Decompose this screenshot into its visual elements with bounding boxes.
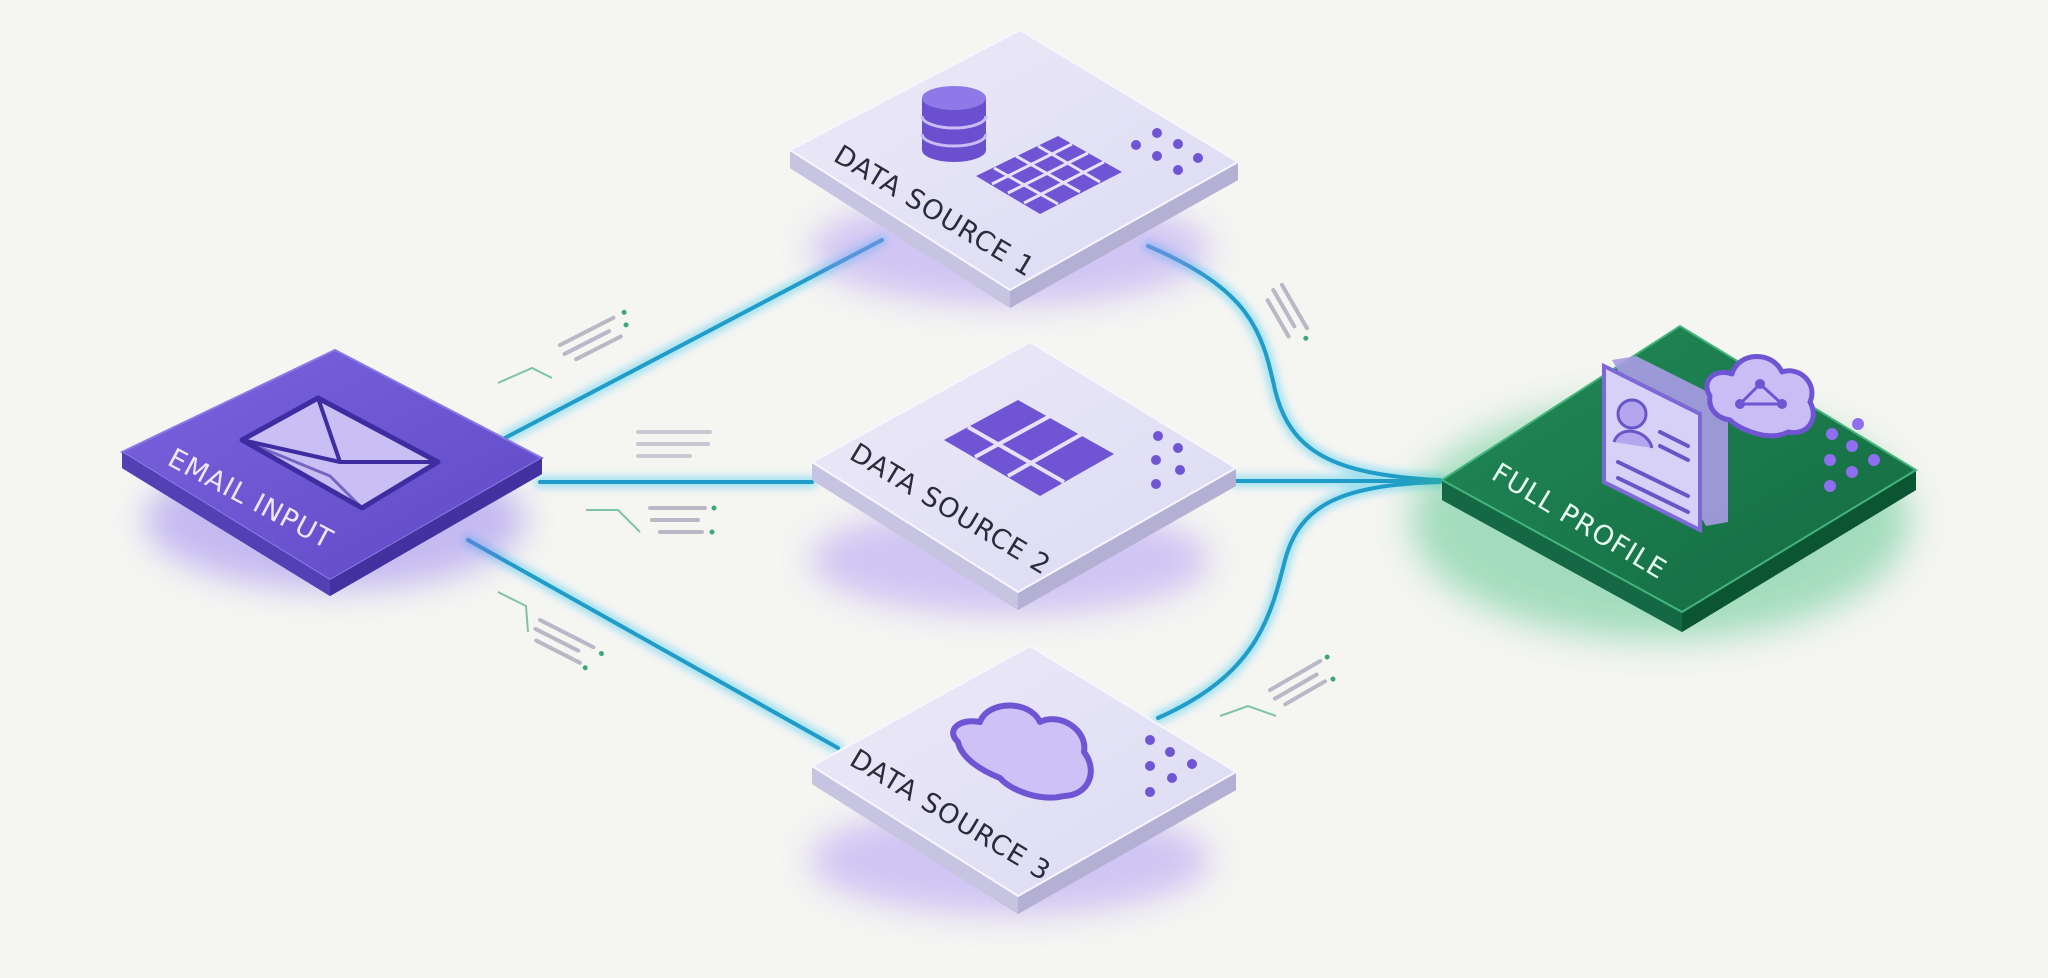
node-data-source-3[interactable]: DATA SOURCE 3 [810, 644, 1238, 915]
table-icon [944, 400, 1114, 496]
node-email-input[interactable]: EMAIL INPUT [119, 348, 545, 596]
data-stream-decorations [497, 283, 1336, 717]
dots-icon [1824, 418, 1880, 492]
edge-source-3-to-profile [1156, 480, 1442, 720]
node-full-profile[interactable]: FULL PROFILE [1410, 324, 1918, 640]
edge-email-to-source-3 [466, 538, 840, 750]
edge-source-1-to-profile [1146, 244, 1442, 482]
connectors [462, 234, 1446, 754]
node-data-source-1[interactable]: DATA SOURCE 1 [788, 28, 1240, 308]
profile-card-icon [1602, 356, 1728, 534]
node-data-source-2[interactable]: DATA SOURCE 2 [810, 340, 1238, 615]
table-icon [976, 136, 1122, 214]
dots-icon [1145, 735, 1197, 797]
envelope-icon [239, 395, 441, 511]
cloud-network-icon [1704, 354, 1816, 439]
cloud-icon [950, 702, 1094, 801]
dots-icon [1131, 128, 1203, 175]
dots-icon [1151, 431, 1185, 489]
edge-email-to-source-1 [503, 238, 884, 440]
database-icon [920, 86, 988, 162]
